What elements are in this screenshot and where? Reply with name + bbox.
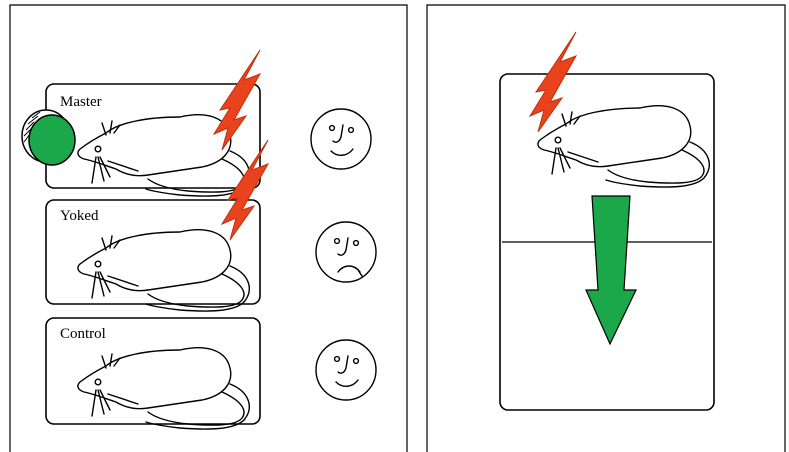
left-panel: Master Yoked Control xyxy=(10,5,407,452)
chamber-yoked-label: Yoked xyxy=(60,208,99,224)
face-yoked xyxy=(316,222,376,282)
chamber-control: Control xyxy=(46,318,376,429)
chamber-master-label: Master xyxy=(60,94,102,110)
right-panel xyxy=(427,5,785,452)
face-control xyxy=(316,340,376,400)
chamber-control-label: Control xyxy=(60,326,106,342)
face-master xyxy=(311,109,371,169)
chamber-master: Master xyxy=(22,50,371,196)
